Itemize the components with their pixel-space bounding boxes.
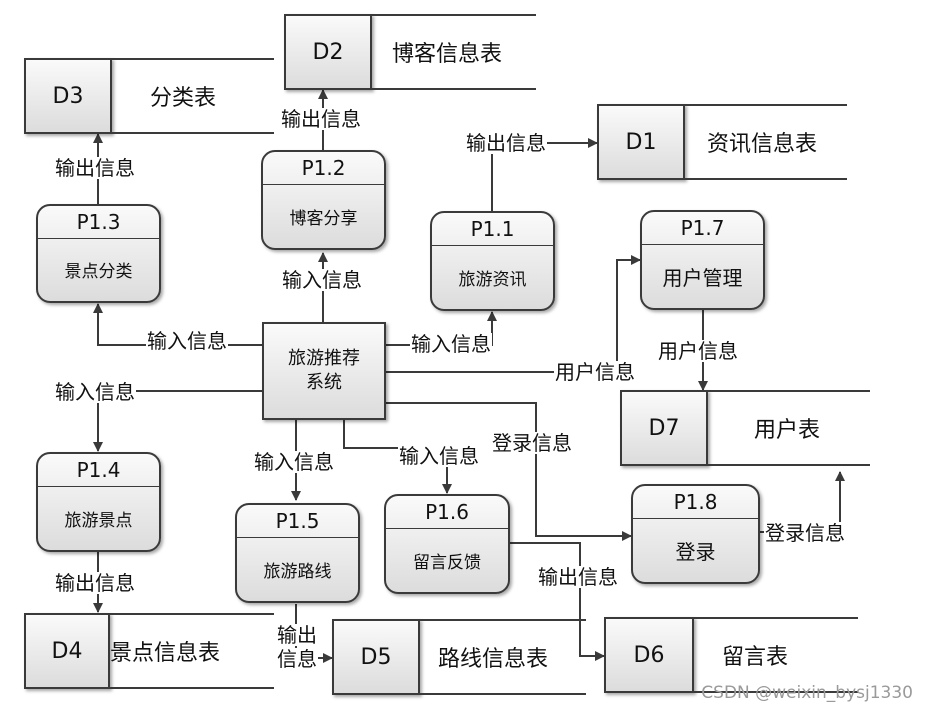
store-d1-id: D1: [597, 104, 685, 180]
flow-center-to-p17: [386, 255, 641, 373]
process-p14-name: 旅游景点: [64, 510, 133, 531]
label-input-p11: 输入信息: [410, 332, 492, 356]
label-output-d5-line1: 输出: [276, 623, 318, 647]
store-d3: D3 分类表: [24, 58, 274, 134]
label-output-d5-line2: 信息: [276, 647, 318, 671]
process-p16: P1.6 留言反馈: [384, 494, 510, 594]
store-d5-name: 路线信息表: [438, 647, 549, 672]
store-d7: D7 用户表: [620, 390, 870, 466]
label-input-p14: 输入信息: [54, 380, 136, 404]
store-d2: D2 博客信息表: [284, 14, 536, 90]
store-d4-name: 景点信息表: [110, 641, 221, 666]
process-p11-id: P1.1: [432, 213, 553, 246]
label-output-d3: 输出信息: [54, 156, 136, 180]
store-d4: D4 景点信息表: [24, 613, 274, 689]
process-p11-name: 旅游资讯: [458, 269, 527, 290]
process-p12: P1.2 博客分享: [261, 150, 386, 250]
store-d6-name: 留言表: [722, 645, 789, 670]
store-d6: D6 留言表: [604, 617, 858, 693]
label-input-p12: 输入信息: [281, 268, 363, 292]
flow-center-to-p18: [386, 402, 632, 541]
label-login-info-d7: 登录信息: [764, 521, 846, 545]
label-input-p16: 输入信息: [398, 444, 480, 468]
process-p13-name: 景点分类: [64, 262, 133, 282]
process-p17-id: P1.7: [642, 212, 763, 245]
process-p13: P1.3 景点分类: [36, 204, 161, 303]
store-d1: D1 资讯信息表: [597, 104, 847, 180]
label-input-p13: 输入信息: [146, 329, 228, 353]
process-p15: P1.5 旅游路线: [235, 503, 360, 603]
process-p11: P1.1 旅游资讯: [430, 211, 555, 311]
label-login-info-p18: 登录信息: [491, 431, 573, 455]
store-d7-id: D7: [620, 390, 708, 466]
store-d5: D5 路线信息表: [332, 619, 586, 695]
store-d1-name: 资讯信息表: [707, 132, 818, 157]
center-process: 旅游推荐 系统: [262, 322, 386, 420]
store-d4-id: D4: [24, 613, 110, 689]
label-user-info-d7: 用户信息: [657, 339, 739, 363]
label-input-p15: 输入信息: [253, 450, 335, 474]
process-p17: P1.7 用户管理: [640, 210, 765, 310]
store-d3-id: D3: [24, 58, 112, 134]
process-p12-name: 博客分享: [289, 208, 358, 229]
process-p15-name: 旅游路线: [263, 561, 332, 582]
label-output-d1: 输出信息: [465, 131, 547, 155]
store-d2-id: D2: [284, 14, 372, 90]
process-p16-name: 留言反馈: [413, 552, 481, 573]
store-d7-name: 用户表: [754, 418, 821, 443]
process-p18: P1.8 登录: [631, 484, 760, 584]
process-p16-id: P1.6: [386, 496, 508, 529]
process-p14: P1.4 旅游景点: [36, 452, 161, 552]
process-p12-id: P1.2: [263, 152, 384, 185]
process-p18-id: P1.8: [633, 486, 758, 519]
watermark: CSDN @weixin_bysj1330: [701, 683, 913, 703]
label-output-d6: 输出信息: [537, 565, 619, 589]
store-d6-id: D6: [604, 617, 694, 693]
label-output-d2: 输出信息: [280, 107, 362, 131]
store-d3-name: 分类表: [150, 86, 217, 111]
store-d2-name: 博客信息表: [392, 42, 503, 67]
process-p14-id: P1.4: [38, 454, 159, 487]
process-p18-name: 登录: [675, 539, 716, 564]
label-user-info-p17: 用户信息: [554, 360, 636, 384]
process-p13-id: P1.3: [38, 206, 159, 239]
flow-p16-to-d6: [510, 542, 605, 661]
center-name-line2: 系统: [306, 372, 342, 393]
store-d5-id: D5: [332, 619, 420, 695]
center-name-line1: 旅游推荐: [288, 348, 360, 369]
label-output-d4: 输出信息: [54, 571, 136, 595]
process-p15-id: P1.5: [237, 505, 358, 538]
process-p17-name: 用户管理: [662, 265, 743, 290]
flow-center-to-p16: [343, 420, 452, 494]
